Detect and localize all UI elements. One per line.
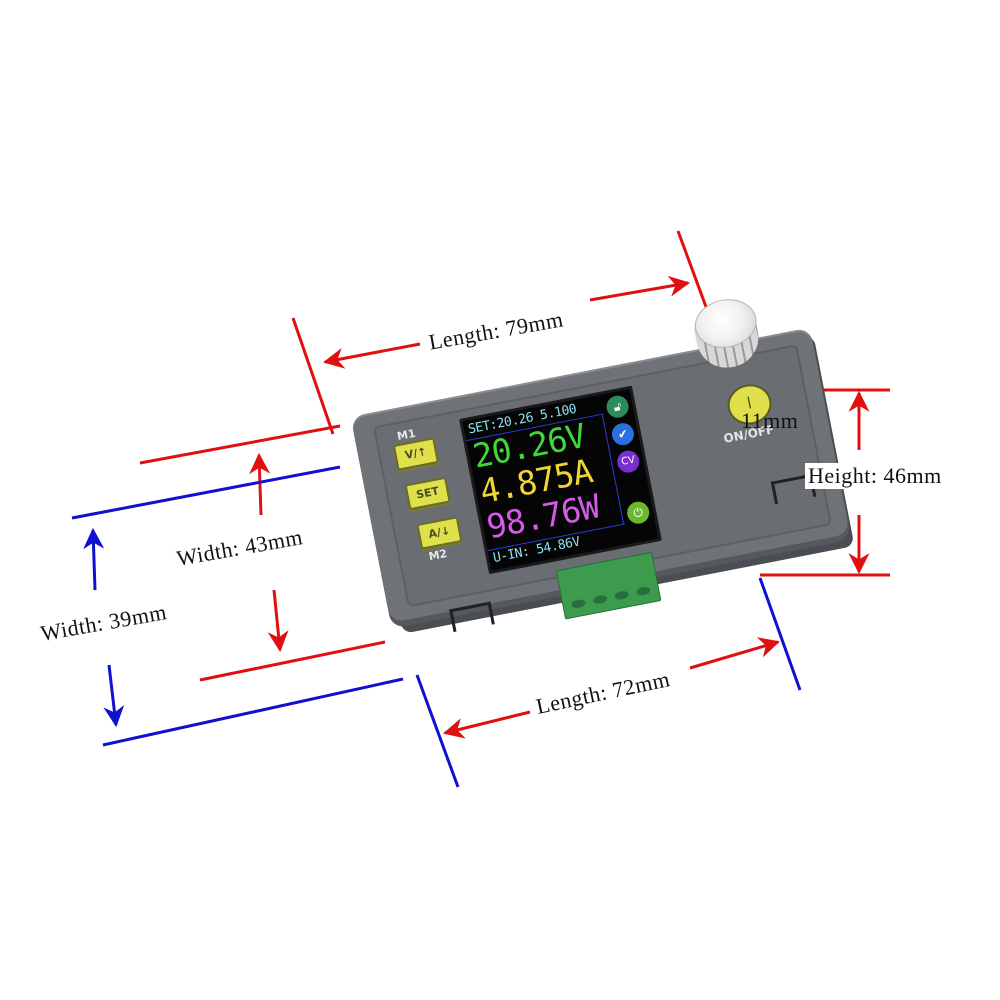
terminal-screw [570, 598, 587, 610]
terminal-screw [592, 594, 608, 605]
unlock-icon: 🔓︎ [604, 393, 631, 420]
terminal-screw [614, 590, 630, 601]
adjustment-knob[interactable] [688, 294, 767, 377]
check-icon: ✔ [610, 421, 636, 448]
power-icon: ⏻ [625, 499, 652, 526]
cv-icon: CV [615, 448, 642, 475]
lcd-screen: SET:20.26 5.100 20.26V 4.875A 98.76W U-I… [459, 385, 662, 575]
knob-height-label: 11mm [741, 408, 799, 433]
terminal-screw [635, 585, 651, 597]
height-46-label: Height: 46mm [805, 463, 945, 489]
